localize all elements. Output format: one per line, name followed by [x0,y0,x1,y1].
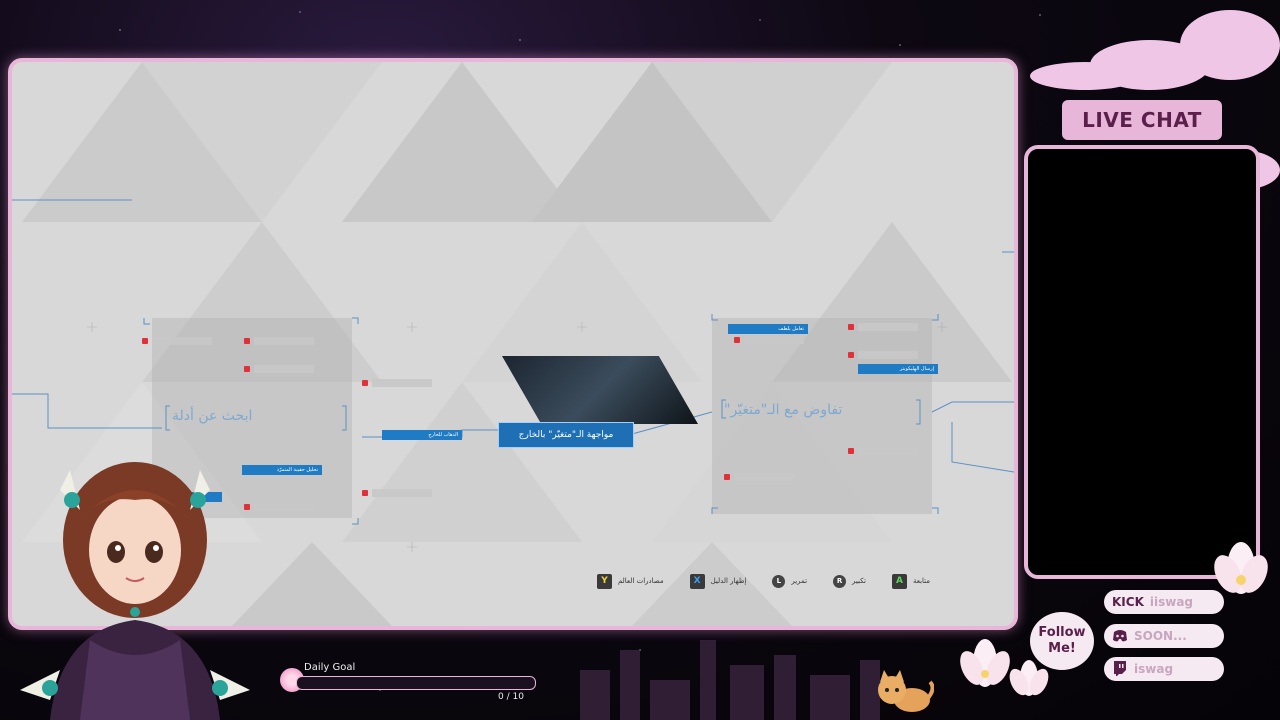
daily-goal-label: Daily Goal [304,662,356,673]
live-chat-title: LIVE CHAT [1082,108,1202,132]
cat-mascot [878,670,934,712]
locked-node [254,365,314,373]
discord-icon [1112,628,1128,644]
hint-label: إظهار الدليل [710,577,747,585]
a-button-icon: A [891,573,907,589]
hint-scroll[interactable]: L تمرير [772,572,807,590]
flow-node-go-outside[interactable]: الذهاب للخارج [382,430,462,440]
hint-zoom[interactable]: R تكبير [833,572,866,590]
lotus-flower-icon [960,639,1010,687]
lock-icon [848,448,854,454]
daily-goal-count: 0 / 10 [498,692,524,702]
cloud-decoration [1180,10,1280,80]
hint-label: مصادرات العالم [618,577,664,585]
locked-node [254,337,314,345]
lock-icon [244,366,250,372]
right-cluster-panel [712,318,932,514]
hint-world-stakes[interactable]: Y مصادرات العالم [597,572,664,590]
hint-continue[interactable]: A متابعة [891,572,931,590]
locked-node [372,379,432,387]
flow-node-analyze-bag[interactable]: تحليل حقيبة المتمرّد [242,465,322,475]
flow-node-be-gentle[interactable]: تعامل بلطف [728,324,808,334]
right-cluster-title: تفاوض مع الـ"متغيّر" [724,402,843,418]
locked-node [744,336,804,344]
flow-node-send-helicopter[interactable]: إرسال الهليكوبتر [858,364,938,374]
discord-handle: SOON... [1134,629,1187,643]
locked-node [858,351,918,359]
twitch-social-link[interactable]: iswag [1104,657,1224,681]
lotus-flower-icon [1214,542,1268,594]
lock-icon [362,490,368,496]
lock-icon [244,504,250,510]
kick-handle: iiswag [1149,595,1194,609]
y-button-icon: Y [597,573,612,589]
controller-hint-bar: Y مصادرات العالم X إظهار الدليل L تمرير … [597,572,930,590]
daily-goal-progress-bar [296,676,536,690]
twitch-icon [1112,661,1128,677]
hint-label: تكبير [852,577,866,585]
hint-label: تمرير [791,577,808,585]
locked-node [372,489,432,497]
discord-social-link[interactable]: SOON... [1104,624,1224,648]
vtuber-avatar [20,462,250,720]
scene-thumbnail [502,356,698,424]
lock-icon [142,338,148,344]
lock-icon [724,474,730,480]
lock-icon [362,380,368,386]
locked-node [734,473,794,481]
lock-icon [848,324,854,330]
right-stick-icon: R [833,574,847,588]
left-stick-icon: L [772,574,786,588]
x-button-icon: X [689,573,705,589]
locked-node [254,503,314,511]
hint-show-guide[interactable]: X إظهار الدليل [689,572,747,590]
kick-logo: KICK [1112,595,1144,609]
locked-node [858,323,918,331]
lock-icon [734,337,740,343]
cloud-decoration [1030,62,1140,90]
flow-node-confront-deviant[interactable]: مواجهة الـ"متغيّر" بالخارج [498,422,634,448]
twitch-handle: iswag [1134,662,1174,676]
live-chat-header: LIVE CHAT [1062,100,1222,140]
city-silhouette [580,640,880,720]
lock-icon [244,338,250,344]
hint-label: متابعة [912,577,931,585]
lock-icon [848,352,854,358]
locked-node [152,337,212,345]
locked-node [858,447,918,455]
lotus-flower-icon [1009,660,1049,696]
live-chat-panel [1024,145,1260,579]
follow-me-badge: Follow Me! [1030,612,1094,670]
kick-social-link[interactable]: KICK iiswag [1104,590,1224,614]
left-cluster-title: ابحث عن أدلة [172,408,253,424]
